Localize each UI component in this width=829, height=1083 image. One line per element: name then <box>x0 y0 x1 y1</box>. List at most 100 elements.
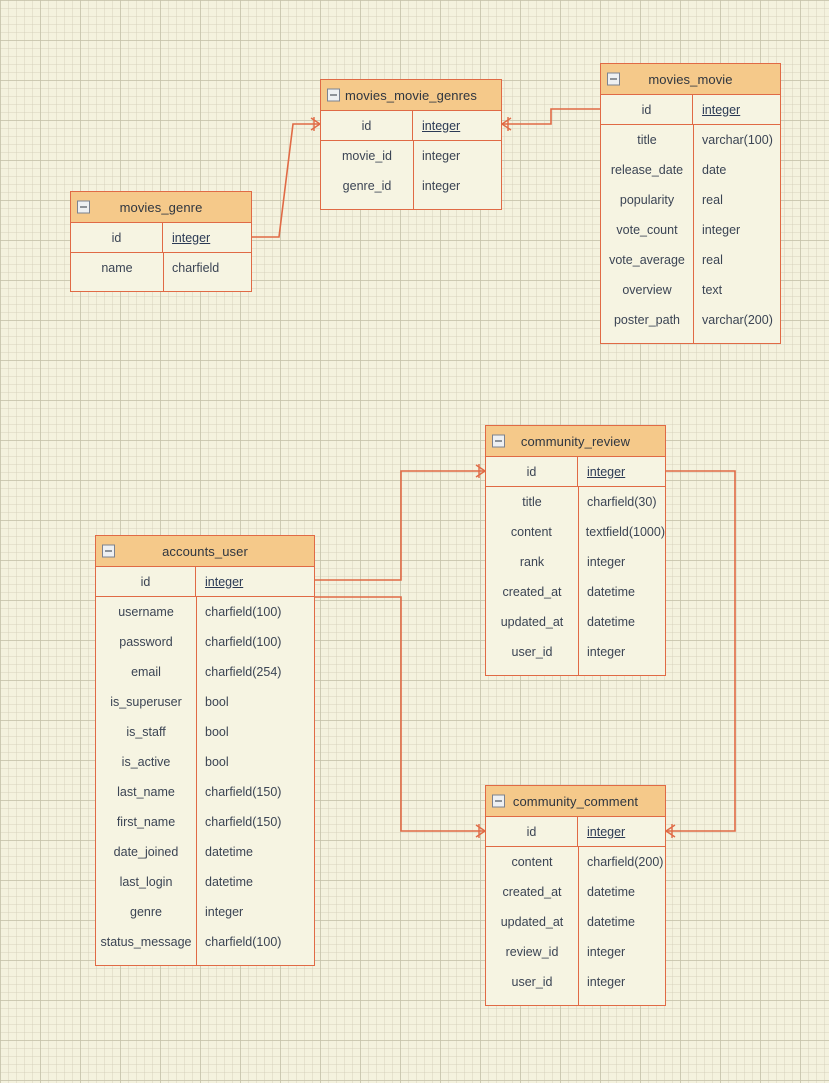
table-row-pk: id integer <box>486 457 665 487</box>
minus-box-icon[interactable] <box>492 434 505 448</box>
minus-box-icon[interactable] <box>102 544 115 558</box>
field-type: varchar(100) <box>702 133 773 147</box>
field-type: datetime <box>587 585 635 599</box>
table-row-pk: id integer <box>601 95 780 125</box>
field-type: integer <box>587 555 626 569</box>
field-name: id <box>71 223 163 252</box>
table-header-community_review[interactable]: community_review <box>486 426 665 457</box>
table-title: movies_genre <box>119 199 203 215</box>
table-movies_genre[interactable]: movies_genre id integer name charfield <box>70 191 252 292</box>
table-row: title varchar(100) <box>601 125 780 155</box>
table-row: is_staff bool <box>96 717 314 747</box>
table-row: genre integer <box>96 897 314 927</box>
connector-genre-to-moviegenres <box>252 117 321 238</box>
field-type: bool <box>205 695 229 709</box>
table-title: accounts_user <box>162 543 248 559</box>
field-type: text <box>702 283 723 297</box>
table-row: movie_id integer <box>321 141 501 171</box>
column-divider <box>693 125 694 343</box>
field-type: integer <box>422 118 461 133</box>
field-type: datetime <box>205 875 253 889</box>
field-name: id <box>601 95 693 124</box>
table-title: community_comment <box>512 793 639 809</box>
field-name: email <box>131 665 161 679</box>
minus-box-icon[interactable] <box>77 200 90 214</box>
table-row: last_name charfield(150) <box>96 777 314 807</box>
field-type: integer <box>587 645 626 659</box>
table-row: first_name charfield(150) <box>96 807 314 837</box>
field-name: created_at <box>502 885 562 899</box>
minus-box-icon[interactable] <box>492 794 505 808</box>
table-body: title charfield(30) content textfield(10… <box>486 487 665 675</box>
field-name: date_joined <box>113 845 179 859</box>
field-name: status_message <box>100 935 192 949</box>
field-type: integer <box>587 464 626 479</box>
table-header-accounts_user[interactable]: accounts_user <box>96 536 314 567</box>
field-name: popularity <box>619 193 675 207</box>
field-type: charfield(254) <box>205 665 282 679</box>
field-type: bool <box>205 725 229 739</box>
table-community_review[interactable]: community_review id integer title charfi… <box>485 425 666 676</box>
field-type: charfield(150) <box>205 815 282 829</box>
field-name: is_active <box>121 755 171 769</box>
table-row-pk: id integer <box>321 111 501 141</box>
table-row: date_joined datetime <box>96 837 314 867</box>
table-movies_movie[interactable]: movies_movie id integer title varchar(10… <box>600 63 781 344</box>
connector-user-to-comment <box>315 596 486 838</box>
table-header-movies_movie_genres[interactable]: movies_movie_genres <box>321 80 501 111</box>
field-name: created_at <box>502 585 562 599</box>
table-body: title varchar(100) release_date date pop… <box>601 125 780 343</box>
table-header-movies_genre[interactable]: movies_genre <box>71 192 251 223</box>
field-type: datetime <box>587 885 635 899</box>
field-type: integer <box>702 102 741 117</box>
field-type: integer <box>422 179 461 193</box>
field-name: genre_id <box>342 179 392 193</box>
column-divider <box>578 847 579 1005</box>
table-body: movie_id integer genre_id integer <box>321 141 501 209</box>
field-name: poster_path <box>613 313 681 327</box>
table-body: content charfield(200) created_at dateti… <box>486 847 665 1005</box>
table-row: created_at datetime <box>486 577 665 607</box>
table-row: created_at datetime <box>486 877 665 907</box>
field-name: is_staff <box>126 725 166 739</box>
table-row-pk: id integer <box>486 817 665 847</box>
table-community_comment[interactable]: community_comment id integer content cha… <box>485 785 666 1006</box>
table-row: password charfield(100) <box>96 627 314 657</box>
minus-box-icon[interactable] <box>327 88 340 102</box>
table-row-pk: id integer <box>71 223 251 253</box>
table-row: content textfield(1000) <box>486 517 665 547</box>
table-padding <box>486 997 665 1005</box>
field-type: datetime <box>587 615 635 629</box>
table-title: community_review <box>520 433 631 449</box>
field-type: charfield(150) <box>205 785 282 799</box>
connector-moviegenres-to-movie <box>501 108 600 131</box>
field-type: integer <box>587 975 626 989</box>
field-type: integer <box>205 905 244 919</box>
column-divider <box>196 597 197 965</box>
field-name: content <box>510 525 552 539</box>
field-name: vote_average <box>609 253 685 267</box>
field-name: genre <box>130 905 162 919</box>
table-accounts_user[interactable]: accounts_user id integer username charfi… <box>95 535 315 966</box>
table-row: user_id integer <box>486 967 665 997</box>
table-row: is_active bool <box>96 747 314 777</box>
field-type: charfield(30) <box>587 495 657 509</box>
table-movies_movie_genres[interactable]: movies_movie_genres id integer movie_id … <box>320 79 502 210</box>
field-type: datetime <box>587 915 635 929</box>
column-divider <box>578 487 579 675</box>
minus-box-icon[interactable] <box>607 72 620 86</box>
table-row: vote_count integer <box>601 215 780 245</box>
table-header-community_comment[interactable]: community_comment <box>486 786 665 817</box>
field-type: integer <box>205 574 244 589</box>
table-title: movies_movie_genres <box>345 87 477 103</box>
table-row: vote_average real <box>601 245 780 275</box>
field-name: password <box>119 635 173 649</box>
field-type: datetime <box>205 845 253 859</box>
field-name: user_id <box>511 975 553 989</box>
column-divider <box>163 253 164 291</box>
field-type: integer <box>587 945 626 959</box>
field-name: id <box>486 457 578 486</box>
table-header-movies_movie[interactable]: movies_movie <box>601 64 780 95</box>
table-body: username charfield(100) password charfie… <box>96 597 314 965</box>
